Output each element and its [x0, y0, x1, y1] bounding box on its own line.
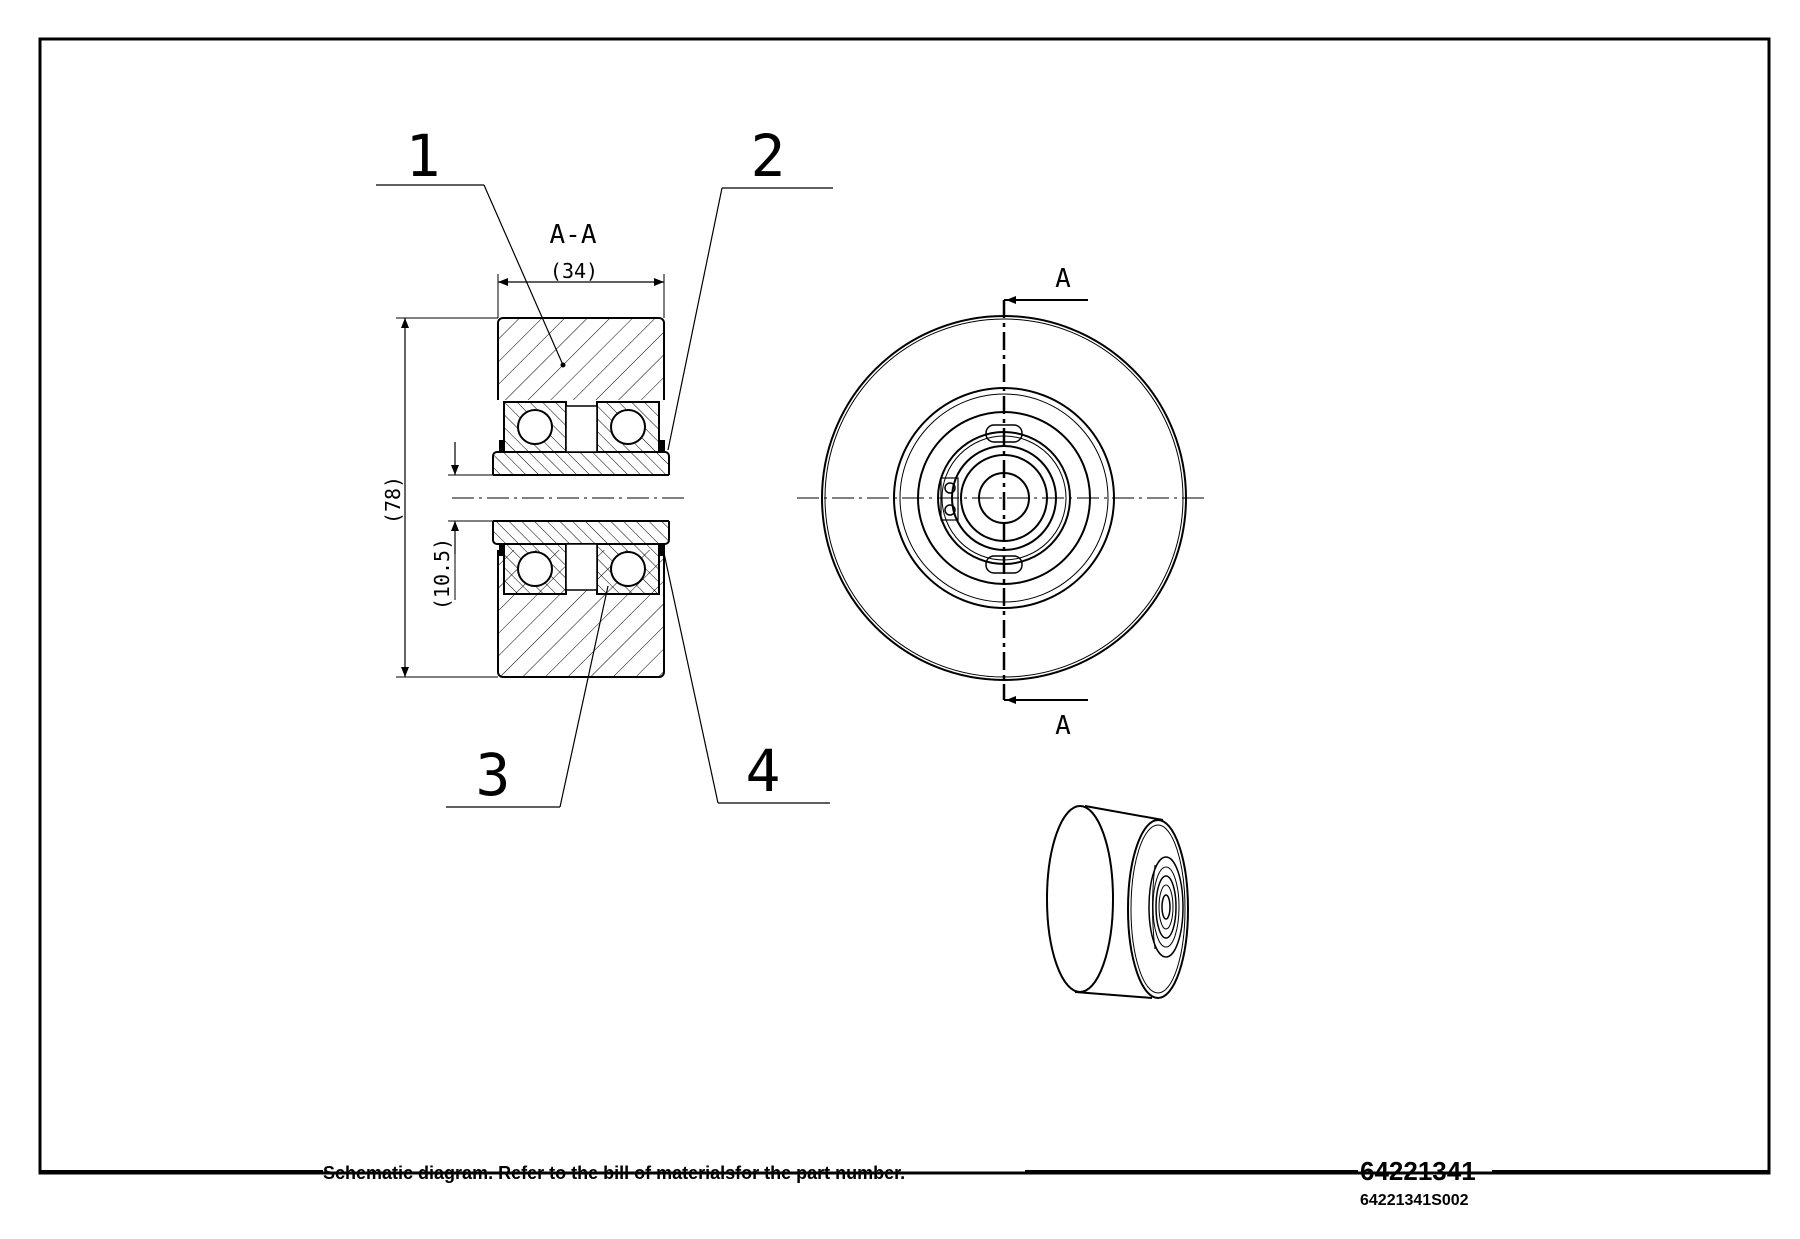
height-dimension-label: (78)	[381, 476, 405, 524]
front-view: A A	[797, 264, 1208, 741]
section-letter-top: A	[1055, 264, 1071, 294]
circlip	[499, 440, 505, 452]
section-view: A-A (34) (78) (10.5) 1 2 3	[376, 122, 833, 809]
svg-text:4: 4	[746, 737, 781, 805]
balloon-4: 4	[663, 552, 830, 805]
section-letter-bottom: A	[1055, 711, 1071, 741]
svg-text:1: 1	[406, 122, 441, 190]
bearing-top-left	[503, 401, 567, 453]
balloon-3: 3	[446, 585, 609, 809]
balloon-2: 2	[667, 122, 833, 451]
isometric-view	[1046, 805, 1189, 999]
part-number: 64221341	[1360, 1156, 1476, 1186]
balloon-1: 1	[376, 122, 566, 368]
spacer	[565, 405, 598, 453]
sheet-border	[38, 37, 1771, 1175]
svg-text:2: 2	[751, 122, 786, 190]
schematic-note: Schematic diagram. Refer to the bill of …	[323, 1163, 905, 1183]
bore-dimension-label: (10.5)	[430, 538, 454, 610]
section-title: A-A	[550, 220, 597, 250]
sheet-id: 64221341S002	[1360, 1192, 1469, 1209]
bearing-bottom-left	[503, 543, 567, 595]
bearing-top-right	[596, 401, 660, 453]
bearing-bottom-right	[596, 543, 660, 595]
width-dimension-label: (34)	[550, 259, 598, 283]
title-bar: Schematic diagram. Refer to the bill of …	[40, 1156, 1769, 1209]
svg-text:3: 3	[476, 741, 511, 809]
